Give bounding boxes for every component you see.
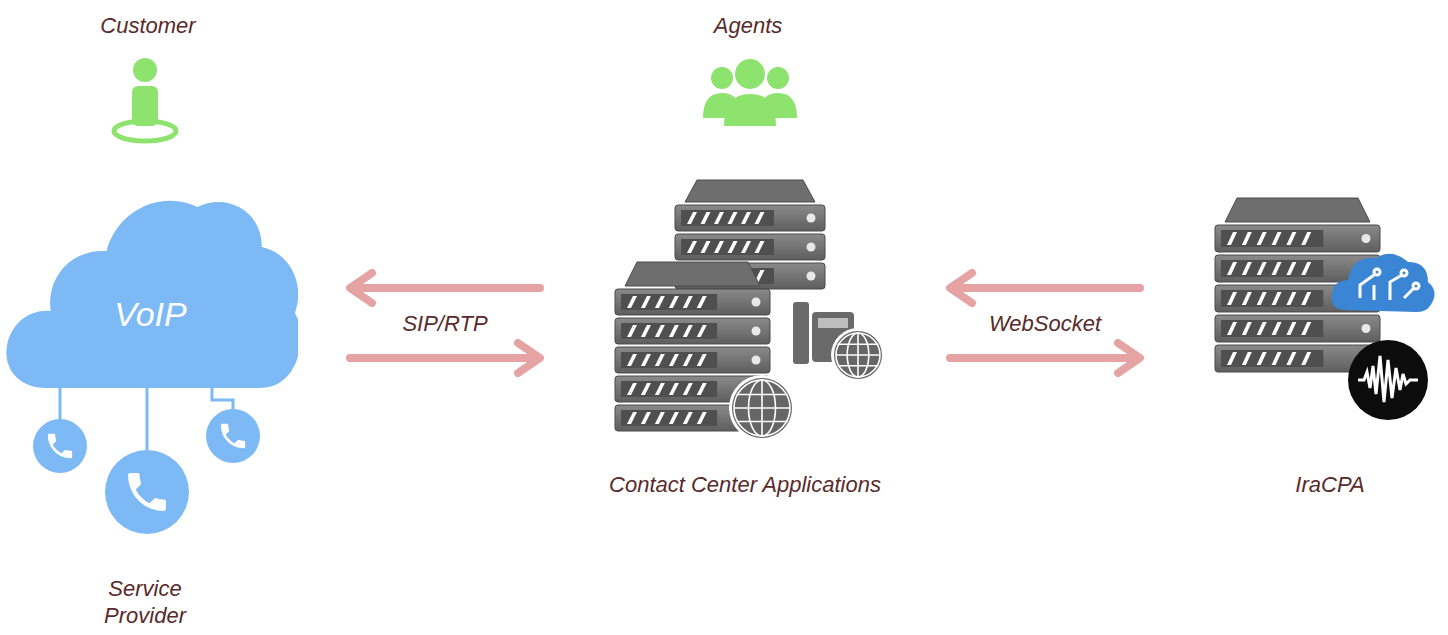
server-racks <box>615 180 1380 431</box>
arrow-connector <box>350 273 540 303</box>
phone-icons <box>33 409 260 534</box>
text-label: Agents <box>648 12 848 39</box>
arrow-connector <box>350 343 540 373</box>
node-label: Contact Center Applications <box>557 471 933 499</box>
arrow-connector <box>950 273 1140 303</box>
cloud-label: VoIP <box>3 293 298 336</box>
text-label: Service Provider <box>90 575 200 629</box>
server-node: Contact Center Applications <box>557 175 933 500</box>
customer-icon <box>114 58 176 141</box>
arrow-connector <box>950 343 1140 373</box>
edge-label: WebSocket <box>985 310 1105 337</box>
server-node: IraCPA <box>1210 195 1448 500</box>
agents-icon <box>703 59 797 126</box>
cloud-node: VoIP <box>3 185 298 390</box>
audio-badge <box>1348 340 1428 420</box>
text-label: Customer <box>48 12 248 39</box>
globe-icons <box>729 328 885 441</box>
edge-label: SIP/RTP <box>398 310 491 337</box>
ai-badge <box>1332 254 1435 312</box>
node-label: IraCPA <box>1210 471 1448 499</box>
cloud-shape <box>3 185 298 390</box>
